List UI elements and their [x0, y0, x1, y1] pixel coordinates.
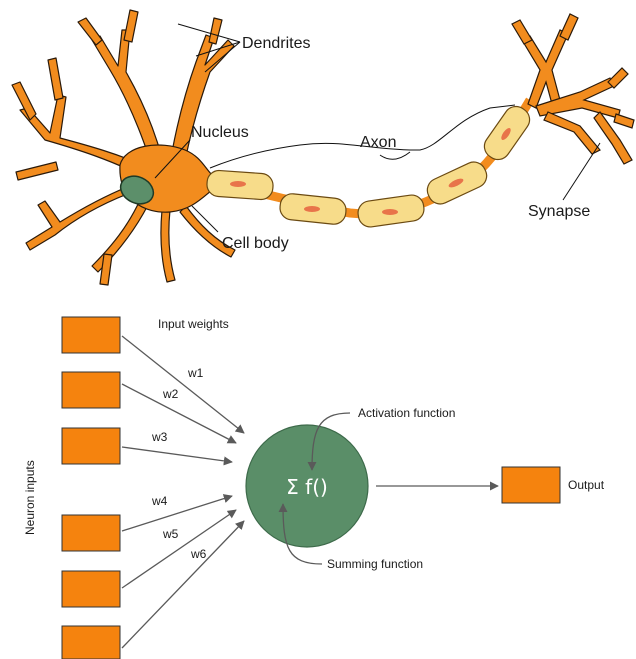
label-synapse: Synapse	[528, 203, 590, 220]
input-box-1	[62, 317, 120, 353]
input-arrows	[122, 336, 244, 648]
input-box-2	[62, 372, 120, 408]
input-box-3	[62, 428, 120, 464]
weight-w1: w1	[187, 366, 204, 380]
dendrites	[12, 10, 235, 285]
label-output: Output	[568, 478, 605, 492]
artificial-neuron: w1 w2 w3 w4 w5 w6 Σ f() Activation funct…	[23, 317, 605, 659]
label-dendrites: Dendrites	[242, 35, 310, 52]
label-summing-function: Summing function	[327, 557, 423, 571]
weight-w3: w3	[151, 430, 168, 444]
biological-neuron: Dendrites Nucleus Axon Cell body Synapse	[12, 10, 634, 285]
label-neuron-inputs: Neuron inputs	[23, 460, 37, 535]
input-boxes	[62, 317, 120, 659]
label-activation-function: Activation function	[358, 406, 455, 420]
weight-w2: w2	[162, 387, 179, 401]
label-cell-body: Cell body	[222, 235, 289, 252]
output-box	[502, 467, 560, 503]
input-box-6	[62, 626, 120, 659]
weight-w6: w6	[190, 547, 207, 561]
weight-w4: w4	[151, 494, 168, 508]
input-box-5	[62, 571, 120, 607]
label-input-weights: Input weights	[158, 317, 229, 331]
label-nucleus: Nucleus	[191, 124, 249, 141]
weight-w5: w5	[162, 527, 179, 541]
label-axon: Axon	[360, 134, 396, 151]
node-symbol: Σ f()	[286, 475, 328, 499]
input-box-4	[62, 515, 120, 551]
axon-terminals	[512, 14, 634, 164]
